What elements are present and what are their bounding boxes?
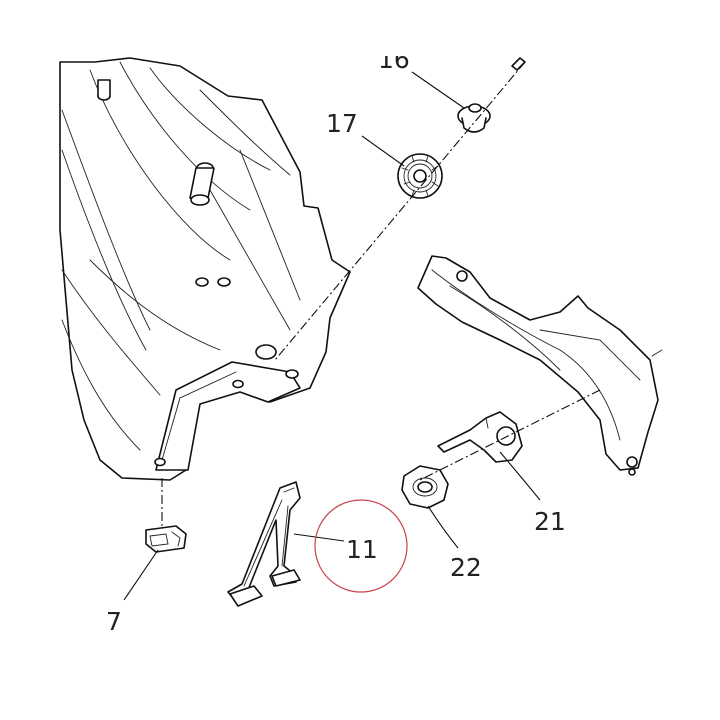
leader-16 [411,71,465,109]
callout-22: 22 [450,553,482,582]
callout-11: 11 [346,535,378,564]
leader-17 [361,135,405,167]
mudguard-part [59,57,351,481]
axis-line-top [274,61,526,361]
part-16-grommet [457,57,526,133]
leader-21 [499,451,541,501]
leader-11 [293,533,345,542]
top-crop [0,0,720,56]
part-22-nut [401,465,449,509]
part-17-washer [397,153,443,199]
leader-lines [123,71,541,601]
part-7-clip [145,525,187,553]
callout-7: 7 [106,607,122,636]
callout-21: 21 [534,507,566,536]
part-11-strut [227,481,301,607]
assembly-axes [161,61,601,528]
leader-7 [123,549,159,601]
part-21-cover [417,255,663,476]
highlight-circle [314,499,408,593]
leader-22 [427,505,459,549]
callout-17: 17 [326,109,358,138]
